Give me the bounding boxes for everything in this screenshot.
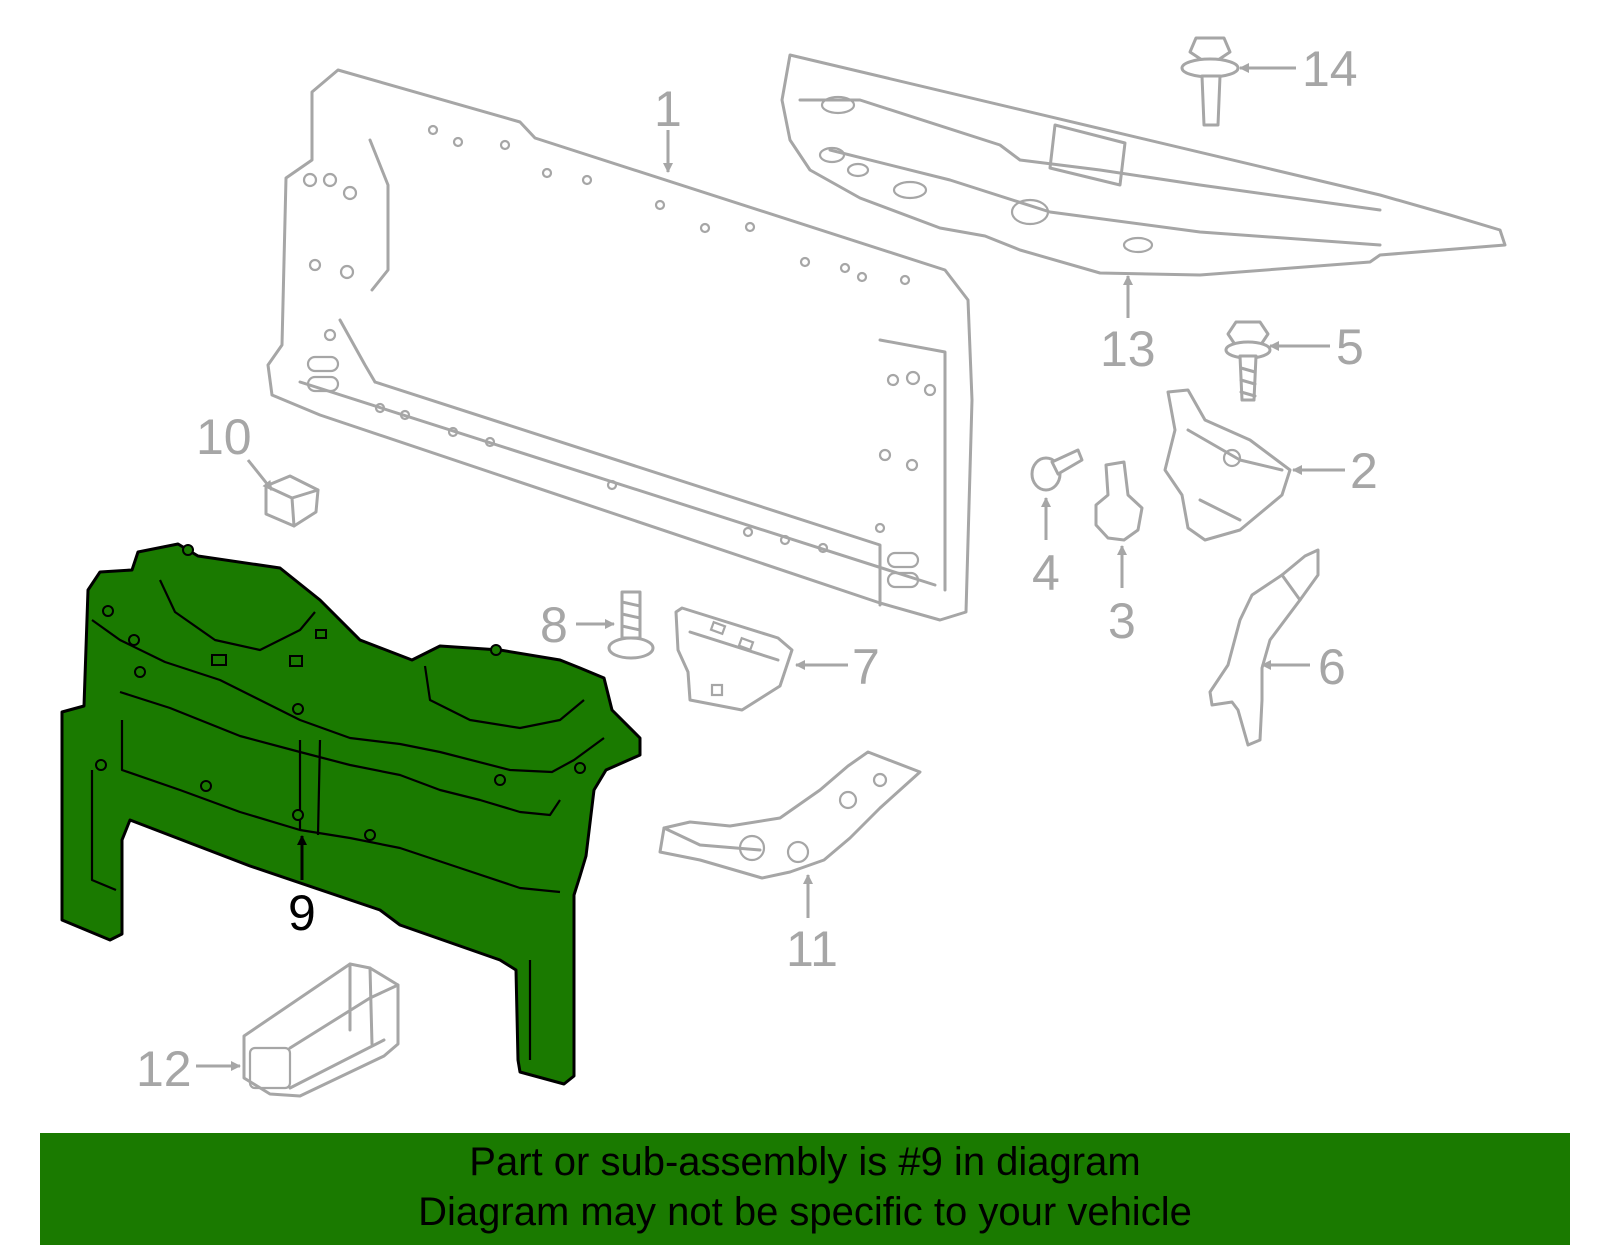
part-13-upper-cover	[780, 53, 1507, 277]
part-3-clip	[1094, 460, 1144, 542]
callout-9: 9	[288, 885, 316, 941]
callout-4: 4	[1032, 545, 1060, 601]
callout-13: 13	[1100, 321, 1156, 377]
callout-leaders	[196, 63, 1345, 1071]
callout-14: 14	[1302, 41, 1358, 97]
part-7-bracket	[674, 606, 794, 712]
callout-10: 10	[196, 409, 252, 465]
info-banner: Part or sub-assembly is #9 in diagram Di…	[40, 1133, 1570, 1245]
callout-2: 2	[1350, 443, 1378, 499]
callout-labels: 1 2 3 4 5 6 7 8 9 10 11 12 13 14	[136, 41, 1378, 1097]
part-2-bracket	[1163, 388, 1292, 542]
callout-3: 3	[1108, 593, 1136, 649]
part-5-bolt	[1224, 320, 1272, 402]
callout-7: 7	[852, 639, 880, 695]
banner-line-part: Part or sub-assembly is #9 in diagram	[469, 1140, 1141, 1184]
part-14-push-clip	[1180, 36, 1240, 127]
part-6-side-bracket	[1208, 548, 1320, 747]
part-8-bolt	[607, 590, 655, 660]
callout-5: 5	[1336, 319, 1364, 375]
part-9-lower-support-assembly	[60, 542, 642, 1086]
part-12-crash-box	[242, 962, 400, 1098]
banner-line-disclaimer: Diagram may not be specific to your vehi…	[418, 1190, 1192, 1234]
part-4-screw	[1030, 448, 1084, 492]
callout-11: 11	[786, 921, 838, 977]
callout-6: 6	[1318, 639, 1346, 695]
part-1-radiator-support	[266, 68, 974, 622]
part-11-lower-bracket	[658, 750, 922, 880]
part-10-block	[264, 474, 320, 528]
callout-8: 8	[540, 597, 568, 653]
callout-12: 12	[136, 1041, 192, 1097]
callout-1: 1	[654, 81, 682, 137]
